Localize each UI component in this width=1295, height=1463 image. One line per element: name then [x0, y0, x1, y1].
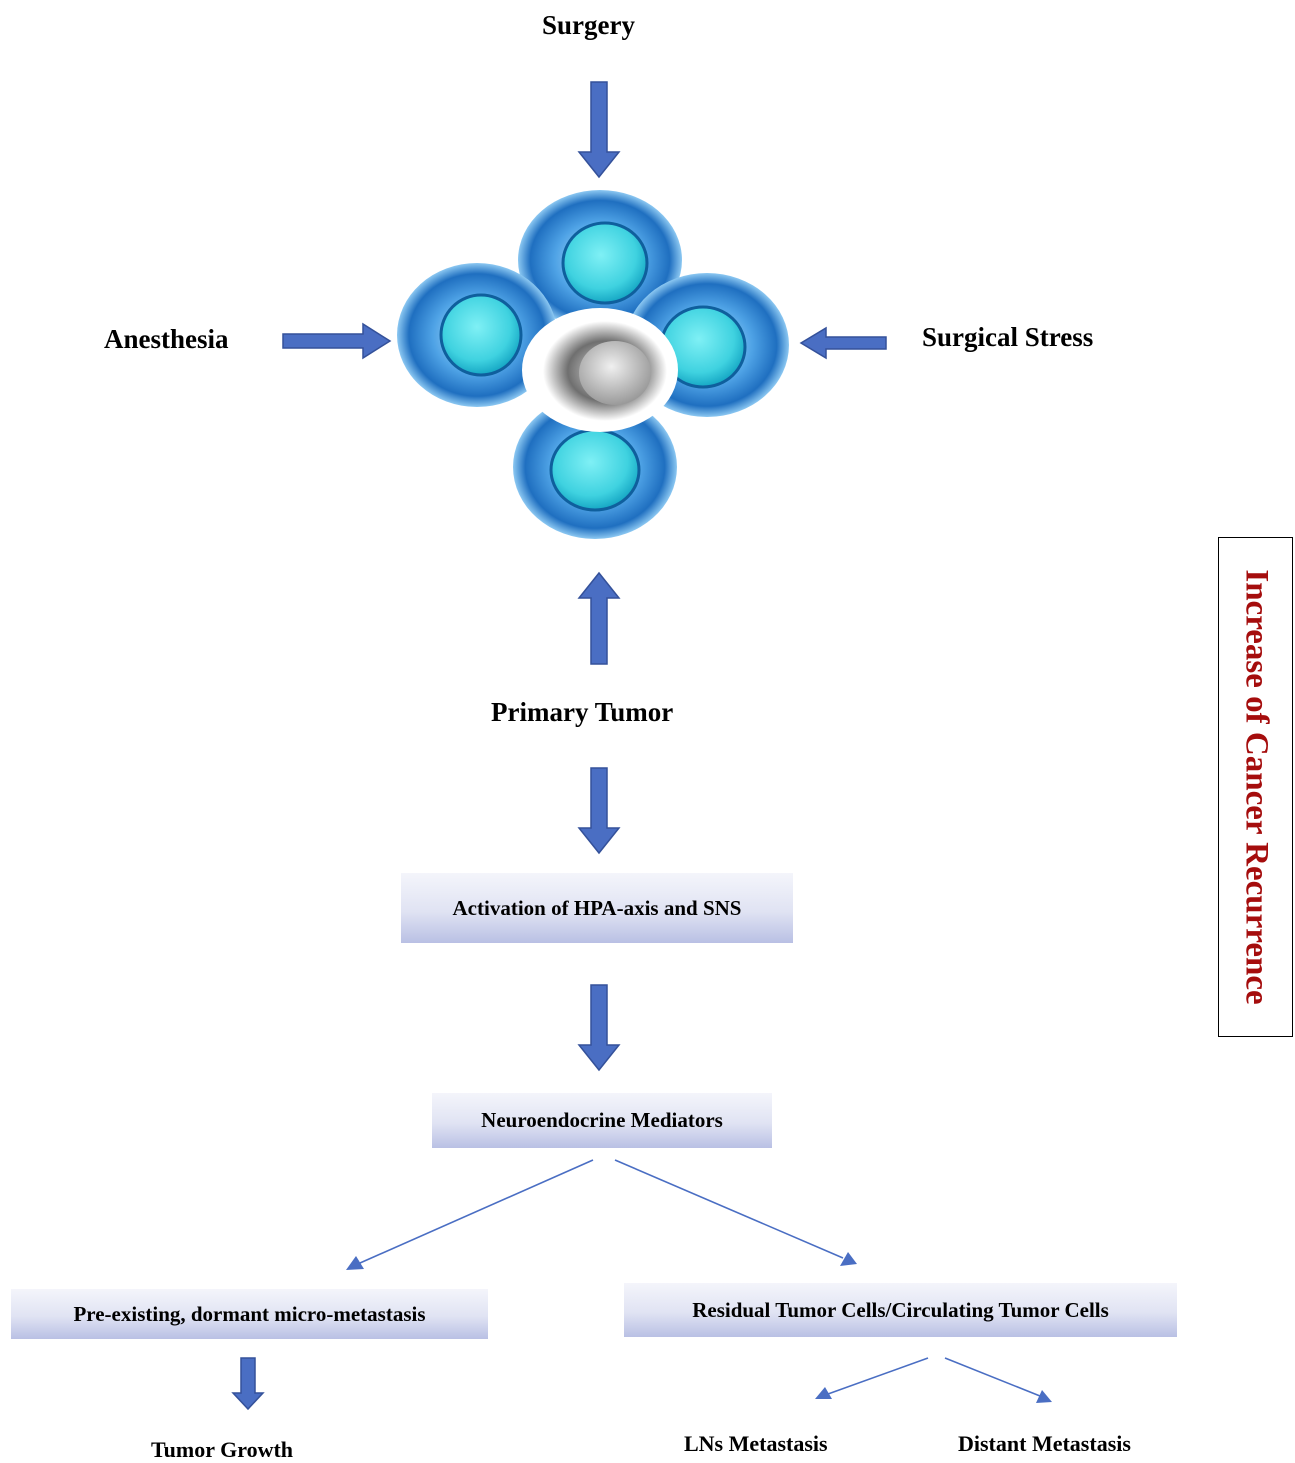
line-residual-lns: [827, 1357, 929, 1395]
arrowhead-lns: [815, 1387, 832, 1399]
arrow-left-surgical-stress: [799, 326, 887, 360]
tumor-cells-illustration: [397, 190, 789, 539]
arrow-down-activation: [577, 767, 621, 855]
cell-center: [522, 308, 678, 432]
arrow-down-growth: [231, 1357, 265, 1411]
primary-tumor-label: Primary Tumor: [491, 697, 674, 727]
line-mediators-left: [359, 1159, 594, 1264]
lns-metastasis-label: LNs Metastasis: [684, 1431, 828, 1456]
line-residual-distant: [944, 1357, 1041, 1397]
cell-bottom: [513, 395, 677, 539]
residual-tumor-cells-box: Residual Tumor Cells/Circulating Tumor C…: [624, 1283, 1177, 1337]
dormant-micrometastasis-box: Pre-existing, dormant micro-metastasis: [11, 1289, 488, 1339]
arrow-down-surgery: [577, 81, 621, 179]
arrowhead-left-branch: [346, 1256, 364, 1270]
surgery-label: Surgery: [542, 10, 635, 40]
arrow-down-mediators: [577, 984, 621, 1072]
activation-text: Activation of HPA-axis and SNS: [452, 895, 742, 920]
tumor-growth-label: Tumor Growth: [151, 1437, 294, 1462]
residual-tumor-cells-text: Residual Tumor Cells/Circulating Tumor C…: [692, 1297, 1109, 1322]
surgical-stress-label: Surgical Stress: [922, 322, 1094, 352]
arrowhead-distant: [1036, 1390, 1052, 1403]
arrow-up-primary: [577, 571, 621, 665]
mediators-text: Neuroendocrine Mediators: [481, 1108, 723, 1132]
cancer-recurrence-sidebar: Increase of Cancer Recurrence: [1218, 537, 1293, 1037]
arrowhead-right-branch: [840, 1252, 857, 1266]
mediators-box: Neuroendocrine Mediators: [432, 1093, 772, 1148]
anesthesia-label: Anesthesia: [104, 324, 229, 354]
cell-left: [397, 263, 557, 407]
activation-box: Activation of HPA-axis and SNS: [401, 873, 793, 943]
distant-metastasis-label: Distant Metastasis: [958, 1431, 1131, 1456]
line-mediators-right: [614, 1159, 844, 1259]
dormant-micrometastasis-text: Pre-existing, dormant micro-metastasis: [73, 1301, 426, 1326]
arrow-right-anesthesia: [282, 322, 392, 360]
cell-top: [518, 190, 682, 330]
